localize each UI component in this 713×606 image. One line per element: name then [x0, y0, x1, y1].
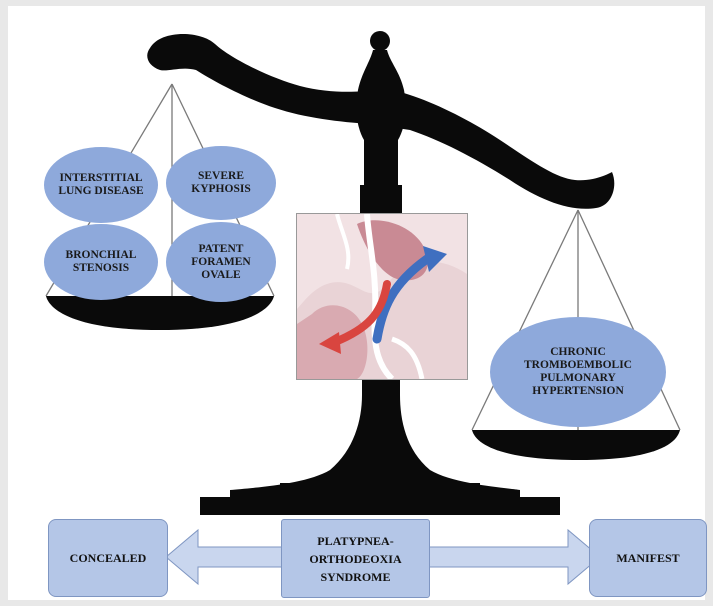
ellipse-bronchial-stenosis: [44, 224, 158, 300]
right-pan: [472, 430, 680, 460]
ellipse-cteph: [490, 317, 666, 427]
left-pan: [46, 296, 274, 330]
scale-foot-base: [280, 483, 480, 497]
concealed-label: CONCEALED: [70, 551, 147, 566]
platypnea-orthodeoxia-label: PLATYPNEA- ORTHODEOXIA SYNDROME: [309, 532, 401, 586]
ellipse-patent-foramen-ovale: [166, 222, 276, 302]
ellipse-severe-kyphosis: [166, 146, 276, 220]
concealed-box: CONCEALED: [48, 519, 168, 597]
scale-foot: [200, 497, 560, 515]
scale-top-knob: [370, 31, 390, 51]
manifest-label: MANIFEST: [616, 551, 679, 566]
heart-septum-illustration-icon: [296, 213, 468, 380]
manifest-box: MANIFEST: [589, 519, 707, 597]
ellipse-interstitial-lung-disease: [44, 147, 158, 223]
platypnea-orthodeoxia-box: PLATYPNEA- ORTHODEOXIA SYNDROME: [281, 519, 430, 598]
scale-pillar-top: [356, 50, 405, 213]
